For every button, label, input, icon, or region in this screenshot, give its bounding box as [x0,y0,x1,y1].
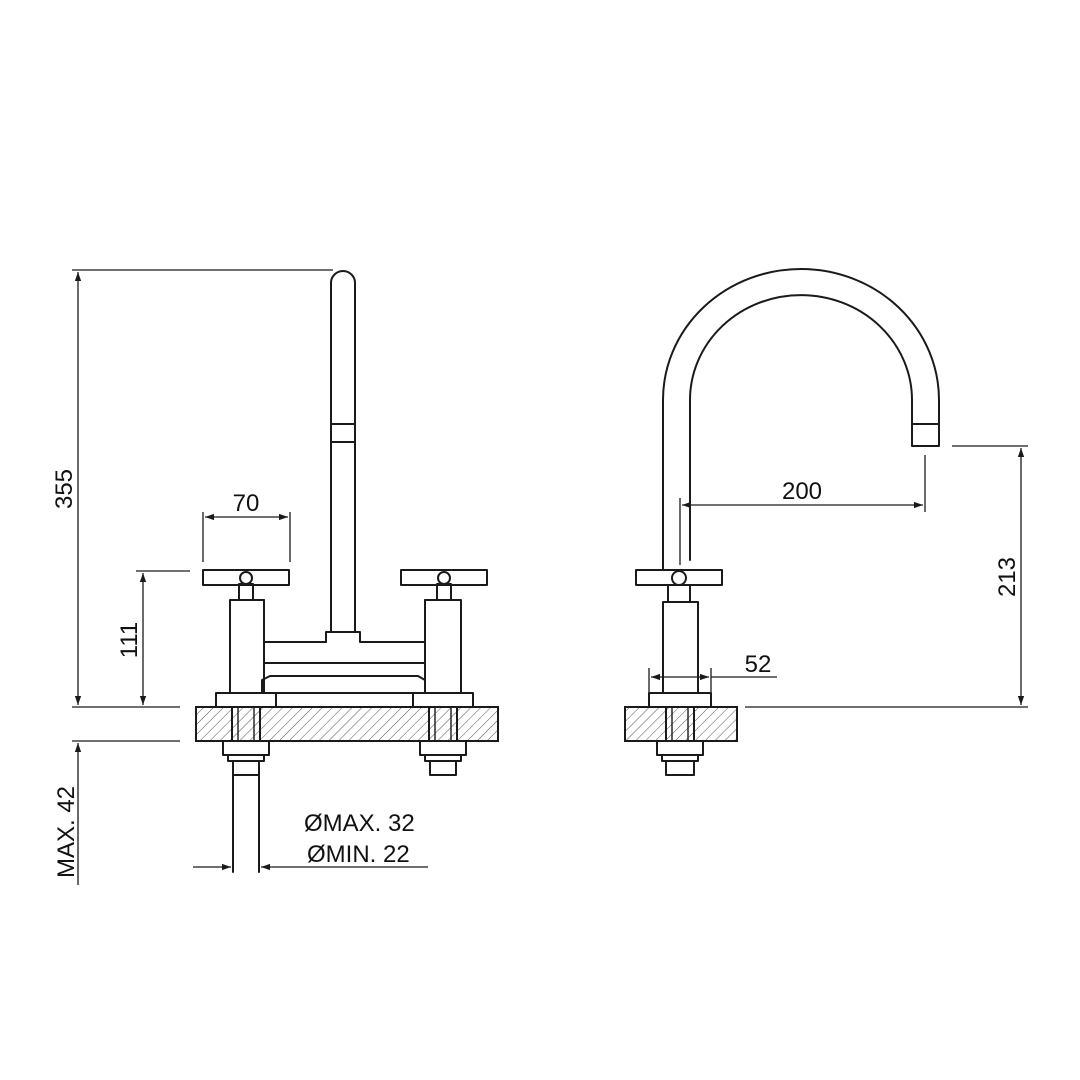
side-spout-tip [911,423,940,447]
side-spout-outer [662,268,940,571]
front-left-nut [222,740,270,756]
side-connector [665,760,695,776]
front-spout [330,270,356,633]
front-view: 355 111 70 MAX. 42 ØMAX. 32 ØMIN. 22 [51,269,499,885]
dim-hole-min-diameter: ØMIN. 22 [307,841,410,868]
front-base-plate [261,675,426,694]
dim-handle-height: 111 [116,622,143,658]
front-left-escutcheon [215,692,277,708]
dim-overall-height: 355 [51,469,78,509]
dim-spout-reach: 200 [782,478,822,505]
front-right-handle [400,569,488,694]
side-spout-inner [689,294,913,561]
side-body [662,601,699,694]
side-handle-lever [635,569,723,586]
side-nut [656,740,704,756]
dim-deck-thickness: MAX. 42 [53,786,80,878]
front-deck-section [195,706,499,742]
dim-spout-clearance: 213 [994,557,1021,597]
side-handle-cap [671,570,687,586]
front-left-handle [202,569,290,694]
front-left-connector [232,760,260,776]
front-right-connector [429,760,457,776]
side-handle-stem [667,584,691,603]
side-view: 200 213 52 [624,268,1028,776]
front-right-nut [419,740,467,756]
dim-hole-max-diameter: ØMAX. 32 [304,810,415,837]
side-escutcheon [648,692,712,708]
dim-base-diameter: 52 [745,651,772,678]
side-deck-section [624,706,738,742]
front-right-escutcheon [412,692,474,708]
front-bridge [263,599,426,643]
dim-handle-width: 70 [233,490,260,517]
